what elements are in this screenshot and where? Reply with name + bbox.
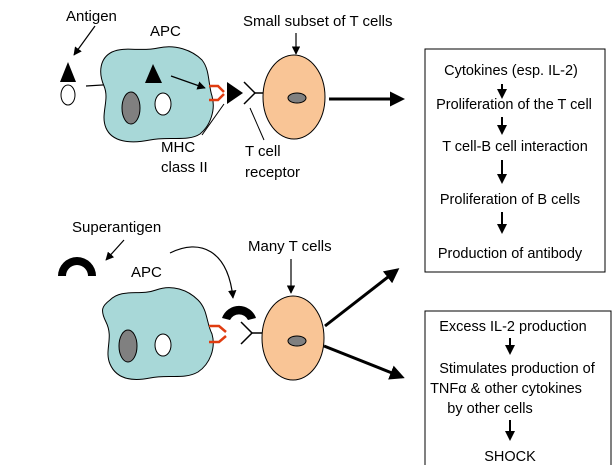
tcr-label-line2: receptor [245,164,300,181]
mhc-label-line2: class II [161,159,208,176]
antigen-label: Antigen [66,8,117,25]
t-cell-receptor-bottom [240,321,263,345]
apc-nucleus-bottom [118,329,138,363]
small-subset-label: Small subset of T cells [243,13,393,30]
apc-cell-top [100,46,214,143]
top-step-2: Proliferation of the T cell [436,97,592,113]
antigen-triangle [60,62,76,82]
superantigen-pointer-arrow [105,239,125,261]
superantigen-shape [58,257,96,276]
apc-vesicle-top [154,92,172,116]
apc-nucleus-top [121,91,141,125]
antigen-pointer-arrow [73,25,96,56]
bottom-step-2-line3: by other cells [447,401,532,417]
superantigen-label: Superantigen [72,219,161,236]
t-cell-receptor-top [243,81,264,105]
apc-cell-bottom [102,287,214,380]
superantigen-binding-arrow [169,246,237,299]
apc-label-bottom: APC [131,264,162,281]
mhc-class-ii-bottom [209,324,227,344]
t-cell-nucleus-top [287,92,307,104]
top-step-3: T cell-B cell interaction [442,139,588,155]
top-step-5: Production of antibody [438,246,583,262]
top-result-box [424,48,606,273]
tcr-label-line1: T cell [245,143,281,160]
mhc-pointer-line [201,103,225,136]
top-step-1: Cytokines (esp. IL-2) [444,63,578,79]
apc-vesicle-bottom [154,333,172,357]
presented-antigen-triangle [227,82,243,104]
shock-label: SHOCK [484,449,536,465]
bottom-step-1: Excess IL-2 production [439,319,587,335]
mhc-class-ii-top [209,84,225,102]
bottom-result-box [424,310,612,465]
bottom-step-2-line2: TNFα & other cytokines [430,381,582,397]
bottom-arrow-to-shock-box [323,344,405,380]
bound-superantigen [222,305,256,320]
bottom-arrow-to-top-box [324,268,400,328]
processing-arrow [170,75,206,90]
apc-label-top: APC [150,23,181,40]
top-step-4: Proliferation of B cells [440,192,580,208]
antigen-carrier [60,84,76,106]
mhc-label-line1: MHC [161,139,195,156]
t-cell-nucleus-bottom [287,335,307,347]
tcr-pointer-line [249,107,265,141]
processed-antigen-triangle [145,64,162,83]
bottom-step-2-line1: Stimulates production of [439,361,596,377]
many-t-cells-label: Many T cells [248,238,332,255]
